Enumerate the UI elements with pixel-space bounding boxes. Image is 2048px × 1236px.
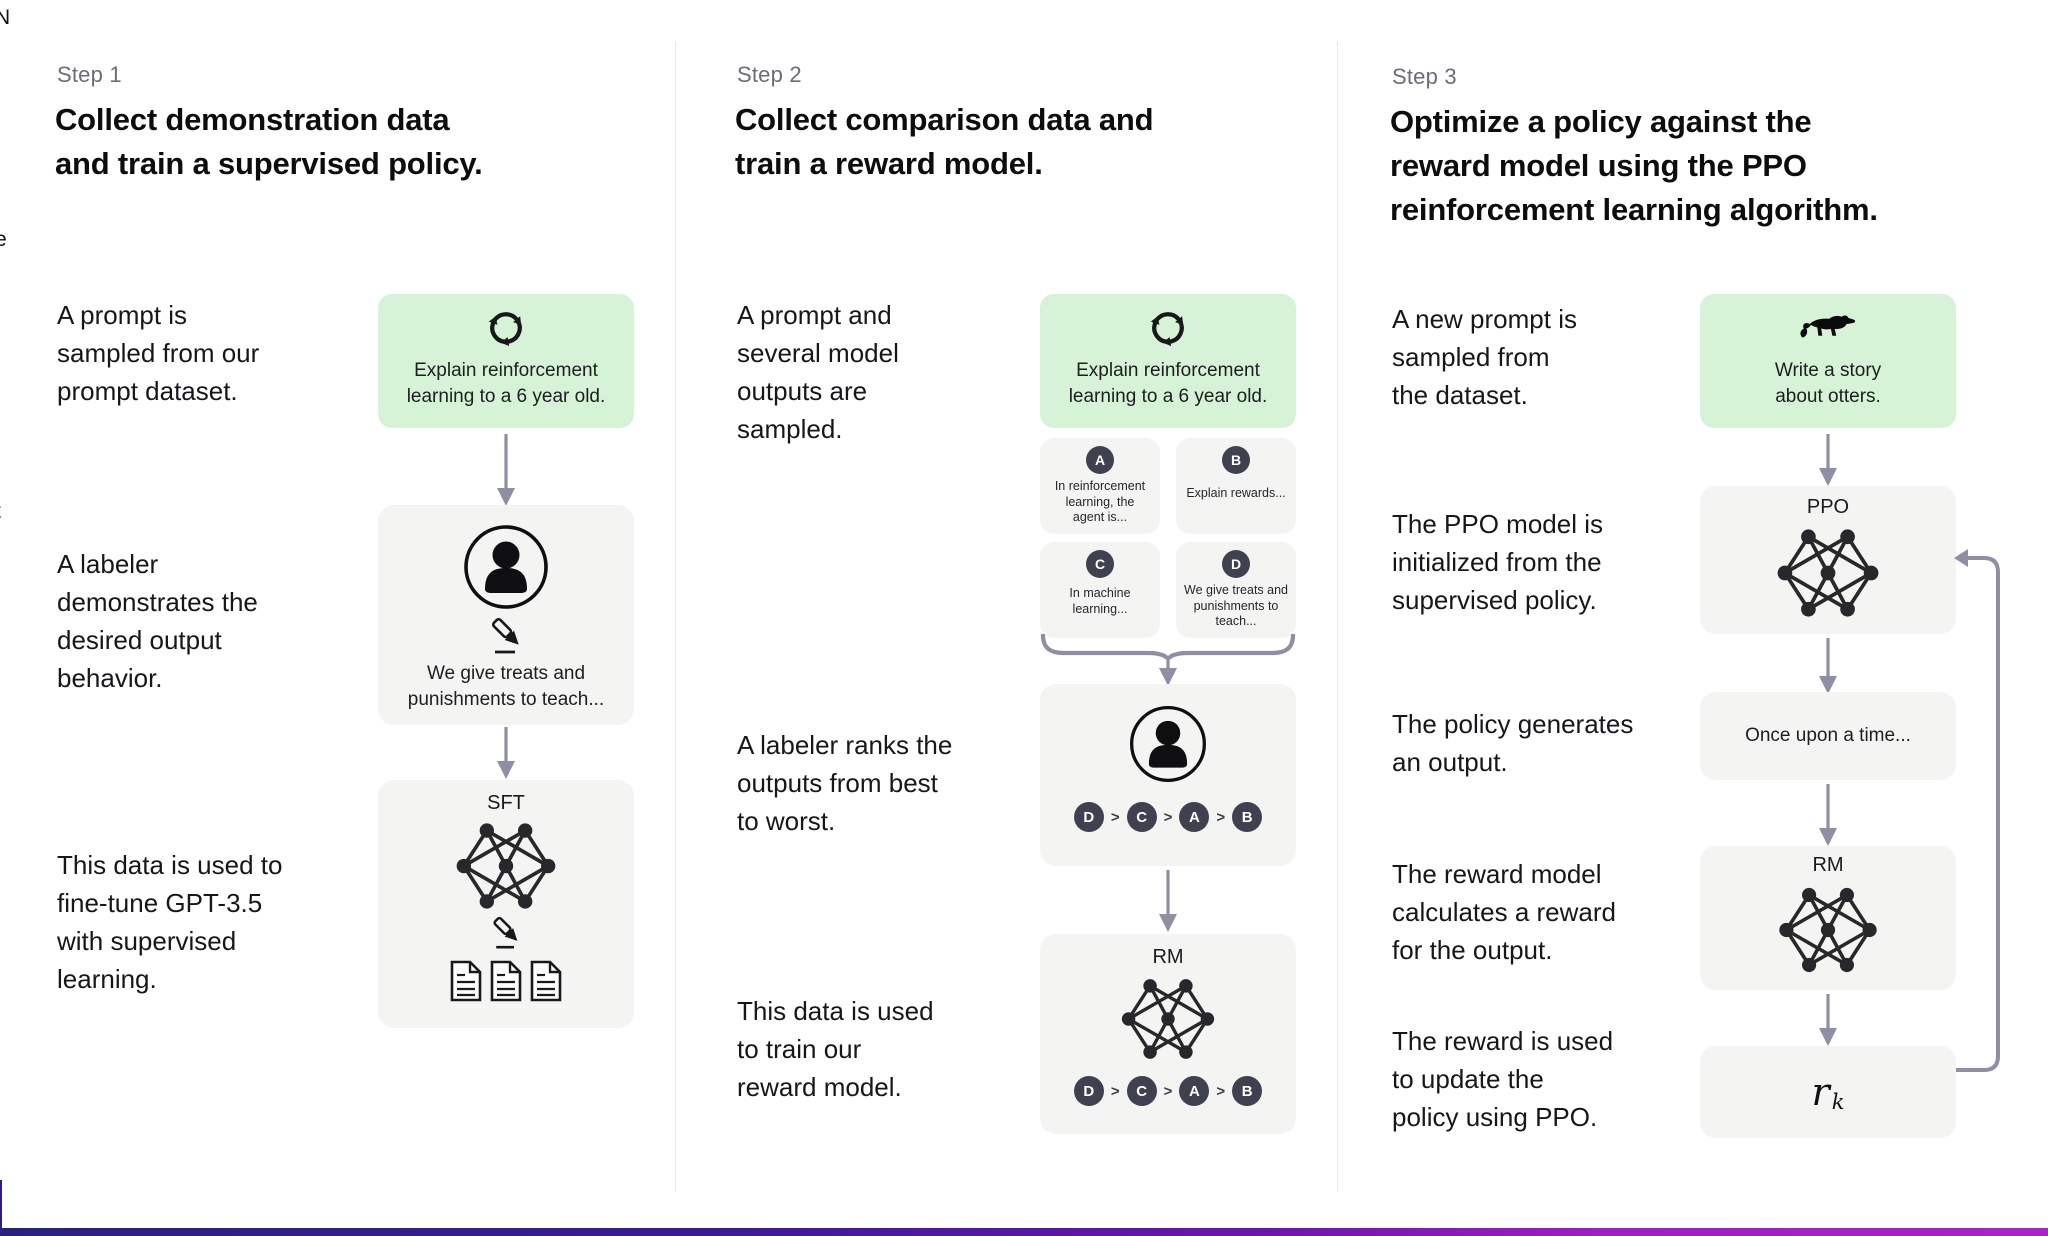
step2-prompt-text: Explain reinforcement learning to a 6 ye… [1068, 360, 1268, 407]
rank-chip: A [1179, 1076, 1210, 1106]
step2-annotation-train: This data is used to train our reward mo… [737, 996, 934, 1102]
step3-reward-box: rk [1700, 1046, 1956, 1138]
loop-arrow-icon [1954, 549, 2000, 1072]
arrow-down-icon [497, 727, 515, 779]
step1-label: Step 1 [57, 62, 122, 87]
otter-icon [1800, 315, 1856, 338]
rank-chip: B [1232, 1076, 1263, 1106]
documents-row [449, 960, 563, 1002]
step2-annotation-ranks: A labeler ranks the outputs from best to… [737, 730, 953, 836]
rank-separator: > [1216, 1082, 1226, 1100]
step3-title: Optimize a policy against the reward mod… [1390, 104, 1878, 227]
step3-output-box: Once upon a time... [1700, 692, 1956, 780]
step2-title: Collect comparison data and train a rewa… [735, 102, 1154, 181]
arrow-down-icon [497, 434, 515, 506]
output-box-b: B Explain rewards... [1176, 438, 1296, 534]
window-edge-line [0, 1180, 2, 1228]
step2-annotation-sampled: A prompt and several model outputs are s… [737, 300, 899, 444]
document-icon [490, 960, 522, 1002]
rank-chip: C [1126, 1076, 1157, 1106]
step3-annotation-update: The reward is used to update the policy … [1392, 1026, 1614, 1132]
output-letter-badge: D [1222, 550, 1250, 578]
arrow-down-icon [1819, 994, 1837, 1046]
cycle-arrows-icon [488, 312, 522, 347]
person-icon [1130, 706, 1206, 782]
edge-clipped-text: t [0, 500, 1, 524]
step3-ppo-box: PPO [1700, 486, 1956, 634]
step3-prompt-box: Write a story about otters. [1700, 294, 1956, 428]
step3-label: Step 3 [1392, 64, 1457, 89]
rm-label: RM [1812, 854, 1844, 876]
reward-symbol-base: r [1811, 1069, 1830, 1114]
rank-chip: A [1179, 802, 1210, 832]
document-icon [530, 960, 562, 1002]
output-box-c: C In machine learning... [1040, 542, 1160, 638]
step1-prompt-box: Explain reinforcement learning to a 6 ye… [378, 294, 634, 428]
step3-annotation-generates: The policy generates an output. [1392, 709, 1634, 777]
step2-label: Step 2 [737, 62, 802, 87]
step3-rm-box: RM [1700, 846, 1956, 990]
neural-network-icon [1121, 979, 1215, 1059]
edge-clipped-text: N [0, 6, 11, 29]
step3-annotation-calculates: The reward model calculates a reward for… [1392, 859, 1616, 965]
step1-annotation-labeler: A labeler demonstrates the desired outpu… [57, 549, 258, 693]
person-icon [464, 525, 548, 609]
output-c-text: In machine learning... [1069, 586, 1131, 616]
pencil-icon [493, 916, 518, 949]
step1-annotation-finetune: This data is used to fine-tune GPT-3.5 w… [57, 850, 283, 994]
neural-network-icon [456, 823, 556, 909]
ranking-row: D > C > A > B [1073, 802, 1263, 832]
rank-chip: C [1126, 802, 1157, 832]
step3-annotation-init: The PPO model is initialized from the su… [1392, 509, 1603, 615]
output-b-text: Explain rewards... [1186, 486, 1286, 500]
arrow-down-icon [1819, 638, 1837, 694]
step3-prompt-text: Write a story about otters. [1774, 360, 1882, 407]
rank-separator: > [1110, 1082, 1120, 1100]
column-divider [1337, 42, 1338, 1192]
output-d-text: We give treats and punishments to teach.… [1184, 583, 1288, 628]
rank-separator: > [1163, 1082, 1173, 1100]
sft-label: SFT [487, 792, 525, 814]
step3-output-text: Once upon a time... [1745, 725, 1911, 746]
rank-separator: > [1110, 808, 1120, 826]
output-box-a: A In reinforcement learning, the agent i… [1040, 438, 1160, 534]
step3-annotation-newprompt: A new prompt is sampled from the dataset… [1392, 304, 1577, 410]
step2-rm-box: RM D > C > A > B [1040, 934, 1296, 1134]
step2-prompt-box: Explain reinforcement learning to a 6 ye… [1040, 294, 1296, 428]
step1-sft-box: SFT [378, 780, 634, 1028]
rm-label: RM [1152, 946, 1184, 968]
arrow-down-icon [1819, 434, 1837, 486]
rank-separator: > [1163, 808, 1173, 826]
step1-labeler-caption: We give treats and punishments to teach.… [407, 663, 605, 710]
reward-symbol: rk [1812, 1070, 1845, 1114]
bottom-gradient-bar [0, 1228, 2048, 1236]
column-divider [675, 42, 676, 1192]
neural-network-icon [1779, 887, 1877, 973]
neural-network-icon [1777, 529, 1879, 617]
output-letter-badge: C [1086, 550, 1114, 578]
ranking-row: D > C > A > B [1073, 1076, 1263, 1106]
rank-separator: > [1216, 808, 1226, 826]
ppo-label: PPO [1806, 496, 1850, 518]
rank-chip: B [1232, 802, 1263, 832]
output-a-text: In reinforcement learning, the agent is.… [1054, 479, 1146, 524]
rank-chip: D [1073, 802, 1104, 832]
pencil-icon [491, 617, 519, 654]
step1-prompt-text: Explain reinforcement learning to a 6 ye… [406, 360, 606, 407]
rank-chip: D [1073, 1076, 1104, 1106]
edge-clipped-text: e [0, 228, 7, 251]
output-letter-badge: B [1222, 446, 1250, 474]
output-box-d: D We give treats and punishments to teac… [1176, 542, 1296, 638]
arrow-down-icon [1159, 870, 1177, 932]
reward-symbol-subscript: k [1831, 1090, 1845, 1115]
cycle-arrows-icon [1150, 312, 1184, 347]
step1-title: Collect demonstration data and train a s… [55, 102, 483, 181]
output-letter-badge: A [1086, 446, 1114, 474]
arrow-down-icon [1819, 784, 1837, 846]
step1-labeler-box: We give treats and punishments to teach.… [378, 505, 634, 725]
step1-annotation-prompt: A prompt is sampled from our prompt data… [57, 300, 260, 406]
step2-labeler-box: D > C > A > B [1040, 684, 1296, 866]
document-icon [450, 960, 482, 1002]
arrow-down-icon [1159, 656, 1177, 686]
